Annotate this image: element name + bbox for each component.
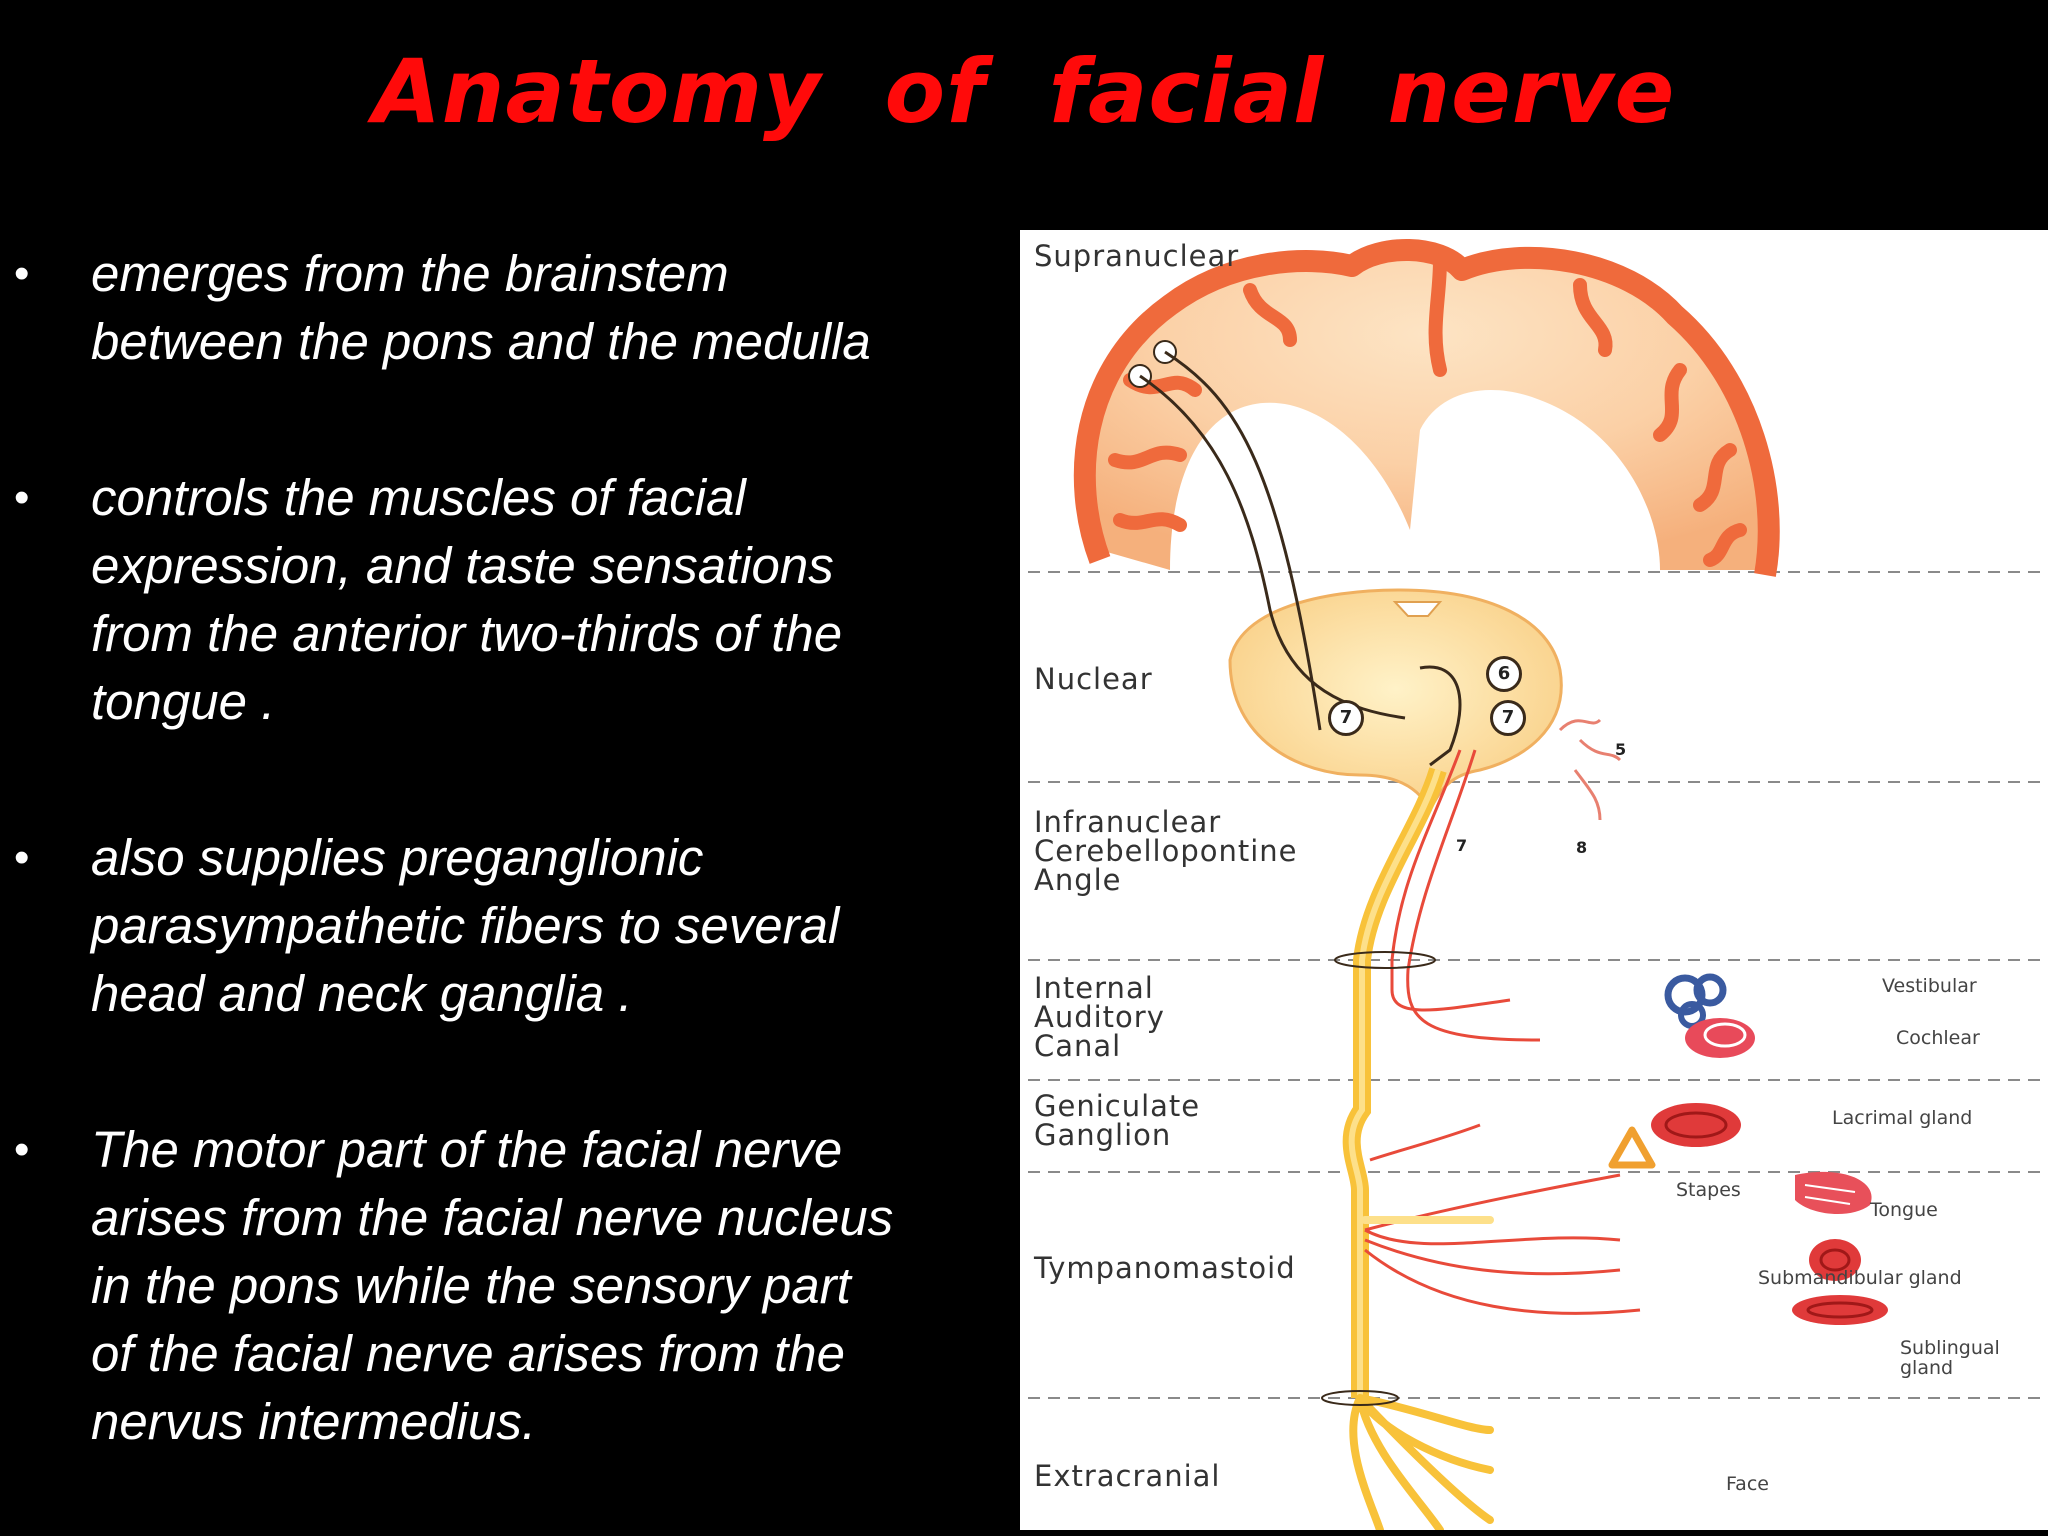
level-dividers [1028,571,2040,1399]
submandibular-gland-organ [1809,1239,1861,1281]
bullet-line: also supplies preganglionic [91,829,704,886]
bullet-line: from the anterior two-thirds of the [91,605,843,662]
level-label-line: Infranuclear [1034,805,1222,839]
facial-nerve-trunk [1342,767,1494,1530]
lacrimal-gland-organ [1651,1103,1741,1147]
stapes-organ [1608,1126,1656,1169]
bullet-line: of the facial nerve arises from the [91,1325,846,1382]
nerve-number-8: 8 [1576,838,1588,857]
nucleus-7-marker: 7 [1328,700,1364,736]
bullet-line: tongue . [91,673,276,730]
bullet-line: The motor part of the facial nerve [91,1121,843,1178]
bullet-line: controls the muscles of facial [91,469,746,526]
bullet-marker: • [14,833,30,882]
target-label-face: Face [1726,1473,1769,1495]
target-label-tongue: Tongue [1870,1199,1938,1221]
bullet-line: emerges from the brainstem [91,245,729,302]
pons-illustration [1228,588,1622,821]
bullet-line: expression, and taste sensations [91,537,834,594]
level-label-extracranial: Extracranial [1034,1459,1221,1493]
bullet-line: arises from the facial nerve nucleus [91,1189,894,1246]
bullet-marker: • [14,1125,30,1174]
target-label-submandibular-gland: Submandibular gland [1758,1267,1962,1289]
facial-nerve-diagram: Supranuclear Nuclear Infranuclear Cerebe… [1020,230,2048,1530]
slide-title: Anatomy of facial nerve [372,40,1676,143]
bullet-line: nervus intermedius. [91,1393,537,1450]
target-label-stapes: Stapes [1676,1179,1741,1201]
target-label-lacrimal-gland: Lacrimal gland [1832,1107,1973,1129]
target-label-cochlear: Cochlear [1896,1027,1980,1049]
target-label-sublingual-gland: Sublingual gland [1900,1338,2000,1378]
level-label-geniculate-ganglion: Geniculate Ganglion [1034,1092,1200,1150]
bullet-line: parasympathetic fibers to several [91,897,840,954]
level-label-nuclear: Nuclear [1034,662,1153,696]
target-label-line: gland [1900,1357,1954,1379]
bullet-line: head and neck ganglia . [91,965,633,1022]
bullet-marker: • [14,249,30,298]
nerve-number-5: 5 [1615,740,1627,759]
target-label-line: Sublingual [1900,1337,2000,1359]
level-label-supranuclear: Supranuclear [1034,239,1240,273]
cochlea-organ [1685,1018,1755,1058]
diagram-artwork [1028,239,2040,1530]
sublingual-gland-organ [1792,1295,1888,1325]
cortex-illustration [1073,239,1780,577]
level-label-line: Angle [1034,863,1122,897]
level-label-line: Internal [1034,971,1154,1005]
bullet-line: in the pons while the sensory part [91,1257,851,1314]
nerve-number-7: 7 [1456,836,1468,855]
level-label-internal-auditory-canal: Internal Auditory Canal [1034,974,1165,1061]
nucleus-6-marker: 6 [1486,656,1522,692]
foramen-rings [1321,951,1436,1406]
tongue-organ [1795,1171,1872,1215]
level-label-infranuclear: Infranuclear Cerebellopontine Angle [1034,808,1298,895]
level-label-line: Geniculate [1034,1089,1201,1123]
end-organs [1608,973,1888,1325]
level-label-tympanomastoid: Tympanomastoid [1034,1251,1296,1285]
level-label-line: Cerebellopontine [1034,834,1298,868]
level-label-line: Auditory [1034,1000,1165,1034]
target-label-vestibular: Vestibular [1882,975,1977,997]
level-label-line: Ganglion [1034,1118,1172,1152]
bullet-marker: • [14,473,30,522]
nucleus-7-marker: 7 [1490,700,1526,736]
bullet-line: between the pons and the medulla [91,313,871,370]
level-label-line: Canal [1034,1029,1122,1063]
